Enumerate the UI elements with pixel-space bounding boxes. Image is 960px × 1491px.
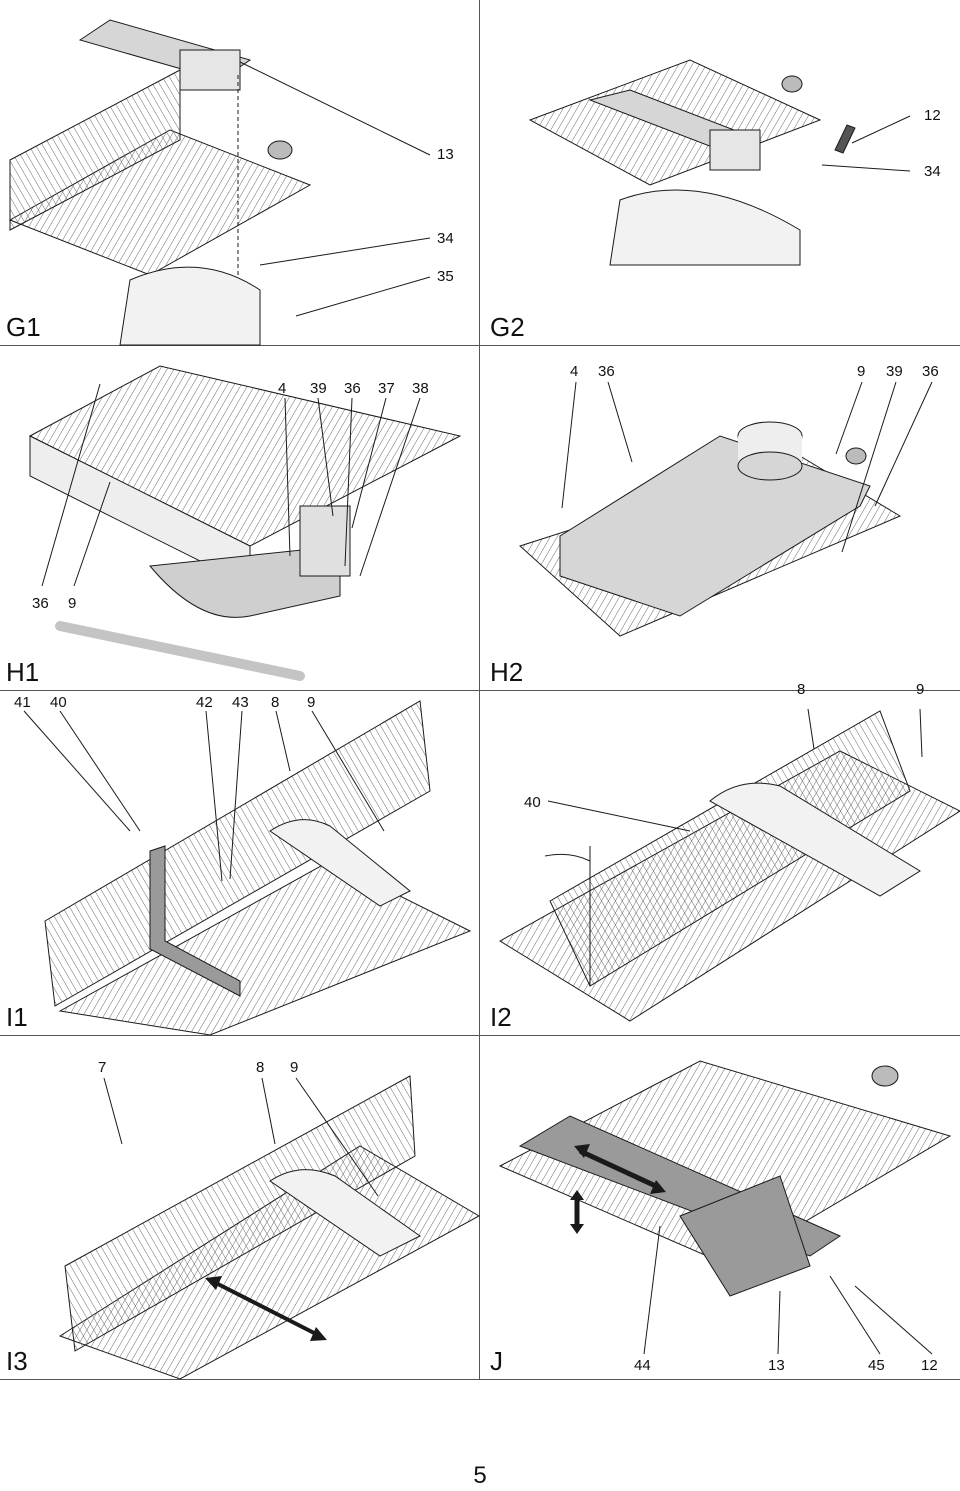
- h2-callout-3: 9: [857, 363, 866, 380]
- panel-i2: 8 9 40 I2: [480, 682, 960, 1035]
- panel-j: 44 13 45 12 J: [480, 1036, 960, 1379]
- i1-callout-2: 40: [50, 694, 67, 711]
- figure-grid: 13 34 35 G1 12 34 G2: [0, 0, 960, 1380]
- panel-label-i2: I2: [490, 1002, 512, 1032]
- panel-label-h2: H2: [490, 657, 524, 687]
- i1-callout-6: 9: [307, 694, 316, 711]
- row-divider-4: [0, 1379, 960, 1380]
- h1-callout-top-3: 36: [344, 380, 361, 397]
- h2-illustration: [519, 381, 933, 637]
- j-callout-2: 13: [768, 1357, 785, 1374]
- i3-callout-2: 8: [256, 1059, 265, 1076]
- panel-label-g1: G1: [6, 312, 41, 342]
- panel-h2: 4 36 9 39 36 H2: [480, 346, 960, 690]
- panel-g2: 12 34 G2: [480, 0, 960, 345]
- row-divider-3: [0, 1035, 960, 1036]
- g1-callout-1: 13: [437, 146, 454, 163]
- i3-callout-1: 7: [98, 1059, 107, 1076]
- j-illustration: [498, 1060, 952, 1355]
- panel-label-i1: I1: [6, 1002, 28, 1032]
- page-number: 5: [473, 1462, 487, 1489]
- h1-callout-top-5: 38: [412, 380, 429, 397]
- i2-callout-2: 9: [916, 681, 925, 698]
- j-callout-3: 45: [868, 1357, 885, 1374]
- h1-callout-top-4: 37: [378, 380, 395, 397]
- panel-label-j: J: [490, 1346, 503, 1376]
- panel-label-h1: H1: [6, 657, 40, 687]
- i1-callout-4: 43: [232, 694, 249, 711]
- panel-i1: 41 40 42 43 8 9 I1: [0, 691, 479, 1036]
- panel-g1: 13 34 35 G1: [0, 0, 479, 346]
- g1-callout-2: 34: [437, 230, 454, 247]
- i2-callout-3: 40: [524, 794, 541, 811]
- i3-illustration: [58, 1075, 481, 1380]
- row-divider-2: [0, 690, 960, 691]
- panel-label-g2: G2: [490, 312, 525, 342]
- g2-callout-1: 12: [924, 107, 941, 124]
- h2-callout-5: 36: [922, 363, 939, 380]
- h2-callout-4: 39: [886, 363, 903, 380]
- i2-illustration: [499, 708, 960, 1022]
- g2-illustration: [528, 59, 911, 266]
- row-divider-1: [0, 345, 960, 346]
- g2-callout-2: 34: [924, 163, 941, 180]
- h1-illustration: [28, 365, 462, 681]
- i1-callout-3: 42: [196, 694, 213, 711]
- g1-callout-3: 35: [437, 268, 454, 285]
- panel-h1: 4 39 36 37 38 36 9 H1: [0, 346, 479, 690]
- h1-callout-top-1: 4: [278, 380, 287, 397]
- i1-illustration: [23, 700, 472, 1036]
- i3-callout-3: 9: [290, 1059, 299, 1076]
- panel-i3: 7 8 9 I3: [0, 1036, 481, 1380]
- i1-callout-1: 41: [14, 694, 31, 711]
- h2-callout-2: 36: [598, 363, 615, 380]
- g1-illustration: [8, 19, 431, 346]
- i1-callout-5: 8: [271, 694, 280, 711]
- h1-callout-left-2: 9: [68, 595, 77, 612]
- h2-callout-1: 4: [570, 363, 579, 380]
- j-callout-4: 12: [921, 1357, 938, 1374]
- h1-callout-top-2: 39: [310, 380, 327, 397]
- j-callout-1: 44: [634, 1357, 651, 1374]
- h1-callout-left-1: 36: [32, 595, 49, 612]
- i2-callout-1: 8: [797, 681, 806, 698]
- panel-label-i3: I3: [6, 1346, 28, 1376]
